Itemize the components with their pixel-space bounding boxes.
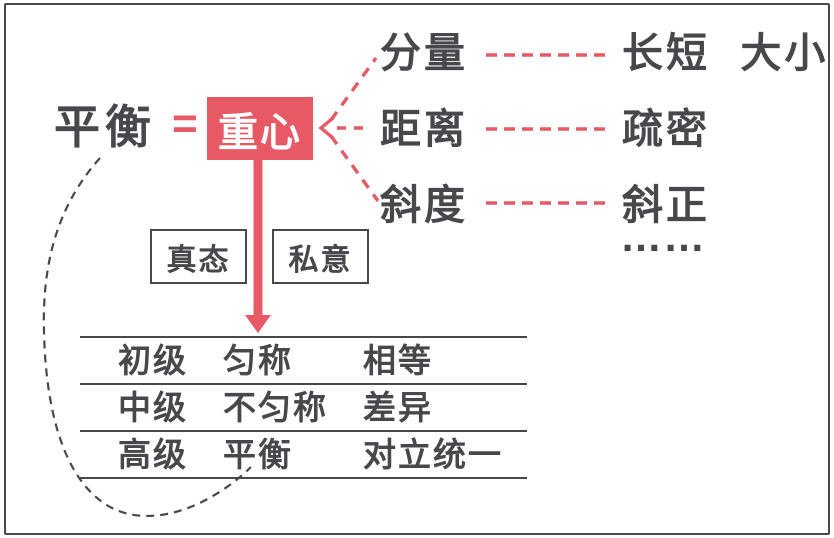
equals-sign: =: [172, 99, 198, 148]
cell-level: 初级: [118, 342, 188, 379]
branch-label-distance: 距离: [380, 106, 468, 152]
branch-label-slope: 斜度: [380, 182, 468, 228]
cell-relation: 相等: [363, 342, 433, 379]
table-row: 高级 平衡 对立统一: [80, 430, 527, 479]
cell-level: 高级: [118, 436, 188, 473]
tag-box-private-intent: 私意: [272, 229, 369, 284]
branch-value-density: 疏密: [622, 106, 710, 152]
branch-value-length-size: 长短 大小: [622, 30, 829, 76]
left-arrowhead-icon: [318, 116, 335, 140]
cell-state: 不匀称: [223, 389, 328, 426]
down-arrowhead-icon: [245, 315, 271, 333]
down-arrow: [245, 160, 271, 333]
table-row: 初级 匀称 相等: [80, 336, 527, 383]
branch-value-dashed-connectors: [486, 53, 612, 205]
cell-state: 匀称: [223, 342, 293, 379]
center-of-gravity-label: 重心: [218, 110, 302, 155]
branch-value-slant: 斜正: [622, 182, 710, 228]
branch-label-weight: 分量: [380, 30, 468, 76]
branches-ellipsis: ……: [620, 213, 706, 260]
balance-term: 平衡: [54, 101, 156, 153]
branch-fan-dashed-lines: [329, 57, 380, 202]
table-row: 中级 不匀称 差异: [80, 383, 527, 430]
balance-loop-dashed-curve: [42, 157, 252, 518]
levels-table: 初级 匀称 相等 中级 不匀称 差异 高级 平衡 对立统一: [80, 336, 527, 479]
tag-private-intent-label: 私意: [288, 243, 353, 277]
cell-relation: 对立统一: [363, 436, 503, 473]
center-of-gravity-box: 重心: [207, 97, 313, 160]
cell-state: 平衡: [223, 436, 293, 473]
tag-true-state-label: 真态: [166, 243, 231, 277]
tag-box-true-state: 真态: [150, 229, 247, 284]
cell-relation: 差异: [363, 389, 433, 426]
cell-level: 中级: [118, 389, 188, 426]
